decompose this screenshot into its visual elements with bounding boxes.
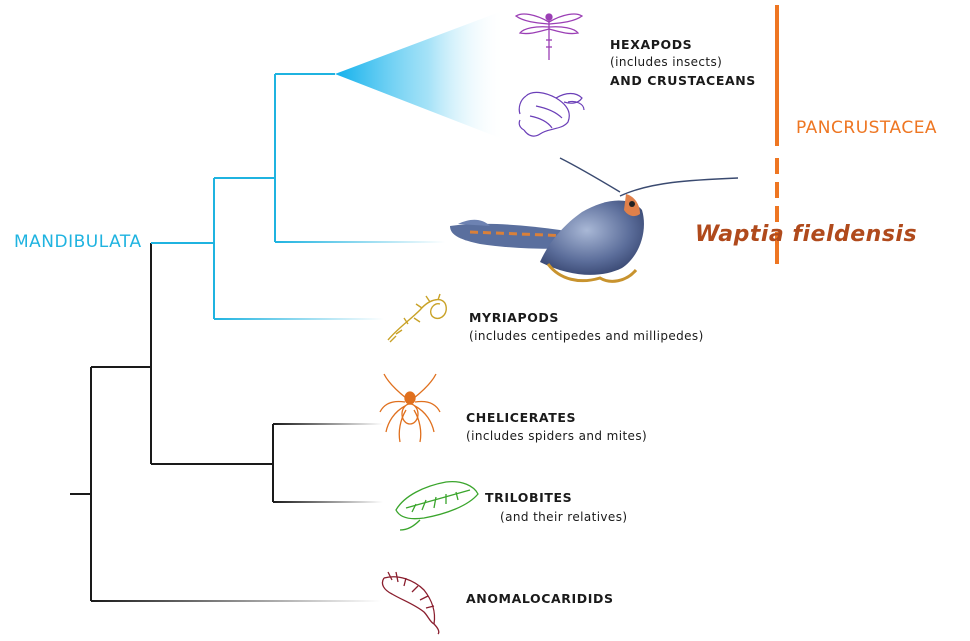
pancrustacea-solid-bar [775, 5, 779, 146]
pancrustacea-dash-3 [775, 206, 779, 222]
dragonfly-icon [514, 13, 584, 60]
pancrustacea-bar [775, 5, 779, 264]
branch-myriapods [214, 318, 384, 320]
myriapods-label: MYRIAPODS [469, 310, 560, 325]
anomalocaris-icon [381, 571, 440, 635]
branch-anomalocaridids [91, 600, 381, 602]
trilobites-label: TRILOBITES [485, 490, 573, 505]
pancrustacea-dash-2 [775, 182, 779, 198]
chelicerates-label: CHELICERATES [466, 410, 577, 425]
lobster-icon [518, 91, 585, 137]
branch-chelicerates [273, 423, 383, 425]
pancrustacea-dash-1 [775, 158, 779, 174]
spider-icon [379, 373, 441, 443]
mandibulata-branches [151, 73, 335, 319]
waptia-illustration [450, 157, 739, 283]
anomalocaridids-label: ANOMALOCARIDIDS [466, 591, 614, 606]
centipede-icon [387, 293, 447, 343]
crustaceans-label: AND CRUSTACEANS [610, 73, 756, 88]
hexapod-crustacean-wedge [335, 10, 505, 140]
branch-trilobites [273, 501, 383, 503]
branch-waptia [275, 241, 445, 243]
pancrustacea-label: PANCRUSTACEA [796, 118, 938, 138]
hexapods-label: HEXAPODS [610, 37, 693, 52]
waptia-label: Waptia fieldensis [695, 222, 918, 247]
trilobites-subtitle: (and their relatives) [500, 510, 628, 524]
chelicerates-subtitle: (includes spiders and mites) [466, 429, 648, 443]
mandibulata-label: MANDIBULATA [14, 232, 142, 252]
pancrustacea-dash-4 [775, 232, 779, 264]
myriapods-subtitle: (includes centipedes and millipedes) [469, 329, 704, 343]
hexapods-subtitle: (includes insects) [610, 55, 723, 69]
outer-branches [70, 243, 274, 601]
trilobite-icon [395, 480, 479, 531]
